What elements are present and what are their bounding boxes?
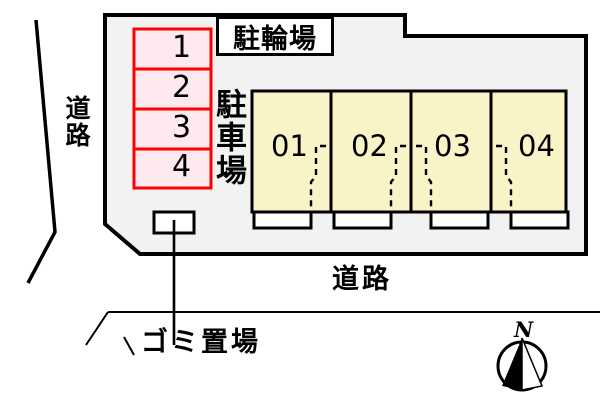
compass-north-label: N [514, 317, 534, 342]
parking-stall-label-1: 1 [172, 30, 192, 65]
unit-label-01: 01 [271, 129, 308, 163]
parking-stall-group [132, 27, 213, 190]
garbage-area-label: ゴミ置場 [141, 327, 261, 358]
entry-path-03 [416, 144, 433, 212]
left-road-outer-edge [26, 19, 57, 284]
compass-needle-dark [502, 338, 522, 390]
building-outline [250, 89, 568, 214]
unit-label-03: 03 [434, 129, 471, 163]
parking-stall-label-2: 2 [172, 70, 192, 105]
parking-stall-1 [132, 27, 213, 71]
parking-stall-2 [132, 67, 213, 111]
entry-path-01 [309, 144, 326, 212]
left-road-label: 道路 [62, 95, 91, 149]
parking-stall-label-4: 4 [172, 149, 192, 184]
porch-04 [509, 210, 570, 230]
porch-02 [332, 210, 393, 230]
porch-01 [252, 210, 313, 230]
building-block [250, 89, 570, 230]
unit-label-04: 04 [518, 129, 555, 163]
bottom-road-label: 道路 [332, 264, 392, 295]
unit-label-02: 02 [351, 129, 388, 163]
left-road-inner-edge [99, 15, 101, 140]
garbage-area-leader-hook [123, 336, 135, 356]
entry-path-04 [496, 144, 513, 212]
bottom-road-left-return [85, 311, 109, 346]
compass-rose [496, 337, 548, 392]
car-parking-label: 駐車場 [210, 88, 246, 187]
bicycle-parking-label: 駐輪場 [216, 16, 334, 56]
parking-stall-4 [132, 147, 213, 190]
parking-stall-label-3: 3 [172, 110, 192, 145]
compass-needle-light [521, 337, 544, 391]
entry-path-02 [389, 144, 406, 212]
porch-03 [429, 210, 490, 230]
